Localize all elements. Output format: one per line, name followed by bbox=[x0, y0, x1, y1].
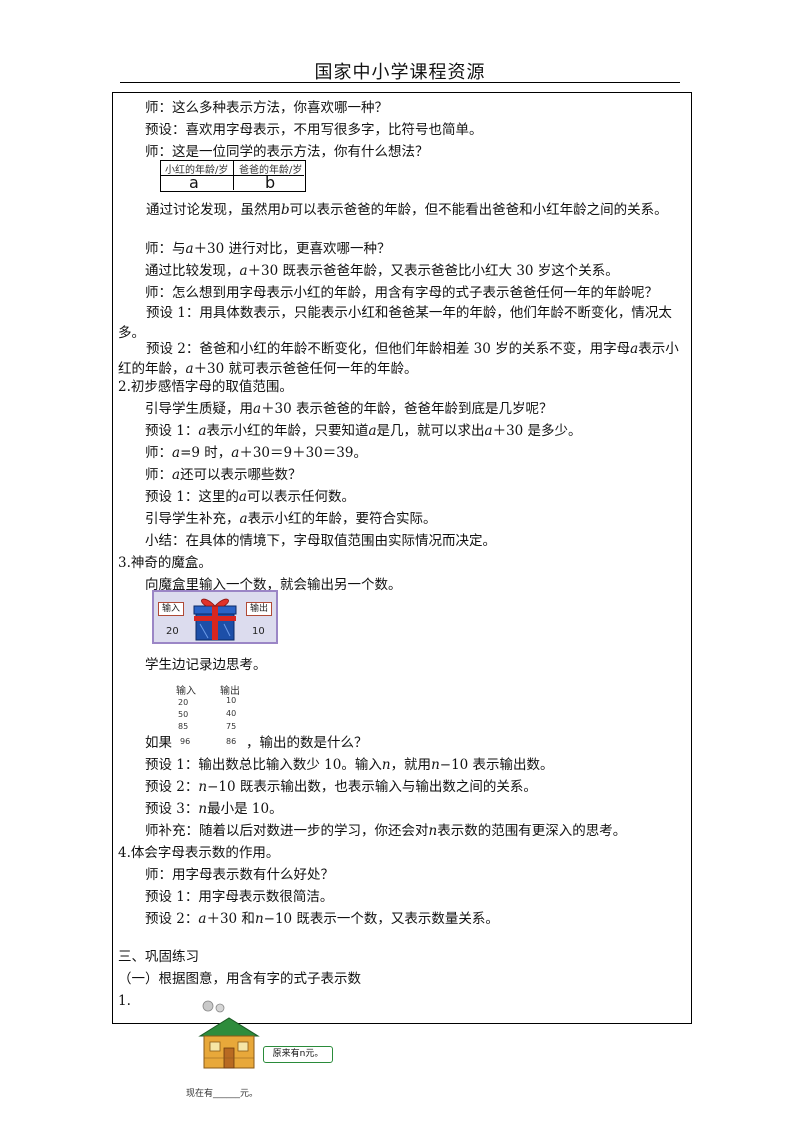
exercise-caption: 现在有______元。 bbox=[186, 1089, 259, 1099]
text-line: 预设：喜欢用字母表示，不用写很多字，比符号也简单。 bbox=[145, 122, 483, 138]
gift-box-icon bbox=[193, 598, 237, 641]
magic-output-label: 输出 bbox=[246, 602, 272, 616]
text-line: 预设 2：a＋30 和n−10 既表示一个数，又表示数量关系。 bbox=[145, 911, 499, 927]
text-line: 预设 3：n最小是 10。 bbox=[145, 801, 283, 817]
magic-output-value: 10 bbox=[252, 626, 265, 637]
record-header-out: 输出 bbox=[220, 686, 240, 697]
record-header-in: 输入 bbox=[176, 686, 196, 697]
text-line: 师：怎么想到用字母表示小红的年龄，用含有字母的式子表示爸爸任何一年的年龄呢？ bbox=[145, 285, 658, 301]
paragraph-preset2: 预设 2：爸爸和小红的年龄不断变化，但他们年龄相差 30 岁的关系不变，用字母a… bbox=[118, 341, 679, 377]
table-value-a: a bbox=[189, 173, 199, 192]
text-line: 引导学生质疑，用a＋30 表示爸爸的年龄，爸爸年龄到底是几岁呢？ bbox=[145, 401, 553, 417]
text-line: 师：这是一位同学的表示方法，你有什么想法？ bbox=[145, 144, 429, 160]
paragraph-preset1: 预设 1：用具体数表示，只能表示小红和爸爸某一年的年龄，他们年龄不断变化，情况太… bbox=[118, 305, 672, 341]
text-line: 预设 2：n−10 既表示输出数，也表示输入与输出数之间的关系。 bbox=[145, 779, 537, 795]
text-line: 师：用字母表示数有什么好处？ bbox=[145, 867, 334, 883]
piggy-bank-house-icon bbox=[198, 1000, 260, 1069]
text-line: 预设 1：输出数总比输入数少 10。输入n，就用n−10 表示输出数。 bbox=[145, 757, 554, 773]
text-line: 如果 bbox=[145, 735, 172, 751]
text-line: 通过比较发现，a＋30 既表示爸爸年龄，又表示爸爸比小红大 30 岁这个关系。 bbox=[145, 263, 619, 279]
section-heading-2: 2.初步感悟字母的取值范围。 bbox=[118, 379, 293, 395]
text-line: 向魔盒里输入一个数，就会输出另一个数。 bbox=[145, 577, 402, 593]
text-line: 学生边记录边思考。 bbox=[145, 657, 267, 673]
header-rule bbox=[120, 82, 680, 83]
header-title: 国家中小学课程资源 bbox=[314, 62, 486, 83]
text-line: 小结：在具体的情境下，字母取值范围由实际情况而决定。 bbox=[145, 533, 496, 549]
paragraph-discussion: 通过讨论发现，虽然用b可以表示爸爸的年龄，但不能看出爸爸和小红年龄之间的关系。 bbox=[146, 202, 668, 218]
text-line: 师补充：随着以后对数进一步的学习，你还会对n表示数的范围有更深入的思考。 bbox=[145, 823, 627, 839]
section-heading-practice: 三、巩固练习 bbox=[118, 949, 199, 965]
text-line: 引导学生补充，a表示小红的年龄，要符合实际。 bbox=[145, 511, 437, 527]
section-heading-4: 4.体会字母表示数的作用。 bbox=[118, 845, 280, 861]
text-line: 预设 1：用字母表示数很简洁。 bbox=[145, 889, 334, 905]
magic-input-label: 输入 bbox=[158, 602, 184, 616]
section-heading-3: 3.神奇的魔盒。 bbox=[118, 555, 212, 571]
magic-input-value: 20 bbox=[166, 626, 179, 637]
exercise-speech-sign: 原来有n元。 bbox=[263, 1046, 333, 1063]
magic-box-image: 输入 输出 20 10 bbox=[152, 590, 278, 644]
text-line: 预设 1：这里的a可以表示任何数。 bbox=[145, 489, 355, 505]
table-header-xiaohong: 小红的年龄/岁 bbox=[165, 165, 229, 176]
text-line: ，输出的数是什么？ bbox=[246, 735, 368, 751]
text-line: 预设 1：a表示小红的年龄，只要知道a是几，就可以求出a＋30 是多少。 bbox=[145, 423, 582, 439]
table-header-father: 爸爸的年龄/岁 bbox=[239, 165, 303, 176]
text-line: 师：a还可以表示哪些数？ bbox=[145, 467, 302, 483]
text-line: 师：与a＋30 进行对比，更喜欢哪一种？ bbox=[145, 241, 391, 257]
text-line: 师：这么多种表示方法，你喜欢哪一种？ bbox=[145, 100, 388, 116]
student-table-image: 小红的年龄/岁 爸爸的年龄/岁 a b bbox=[160, 160, 306, 192]
content-frame bbox=[112, 92, 692, 1024]
sub-heading-practice: （一）根据图意，用含有字的式子表示数 bbox=[118, 971, 361, 987]
table-value-b: b bbox=[265, 173, 276, 192]
text-line: 师：a=9 时，a＋30＝9＋30＝39。 bbox=[145, 445, 367, 461]
exercise-number: 1. bbox=[118, 993, 131, 1009]
